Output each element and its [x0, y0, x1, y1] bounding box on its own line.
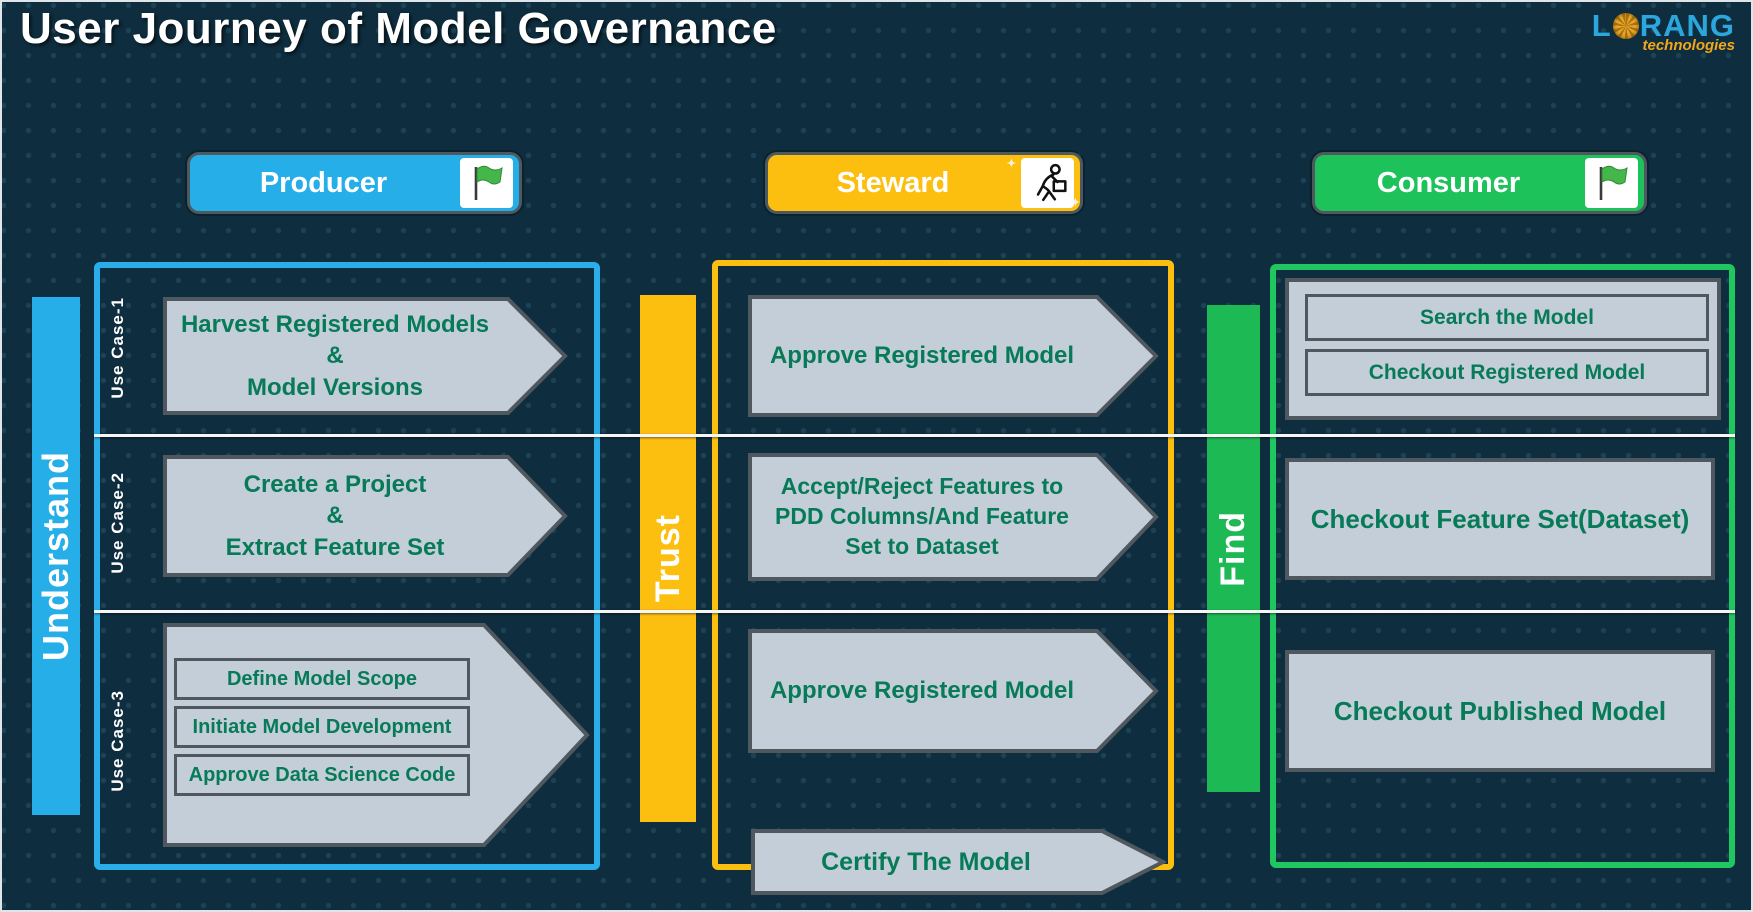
phase-bar-find: Find	[1207, 305, 1260, 792]
logo-letter-l: L	[1591, 8, 1612, 43]
consumer-search-model-box: Search the Model	[1305, 294, 1709, 341]
globe-icon	[1612, 12, 1639, 39]
consumer-row-1-box: Search the Model Checkout Registered Mod…	[1285, 278, 1721, 420]
logo-wordmark: L RANG	[1592, 10, 1735, 41]
steward-certify-arrow: Certify The Model	[750, 828, 1166, 896]
consumer-column-box	[1270, 264, 1735, 868]
steward-row-1-arrow: Approve Registered Model	[747, 294, 1159, 418]
find-label: Find	[1214, 510, 1252, 587]
use-case-3-label: Use Case-3	[108, 690, 127, 792]
page-title: User Journey of Model Governance	[20, 4, 777, 53]
consumer-label: Consumer	[1376, 166, 1521, 199]
sparkle-icon: ✦	[1006, 158, 1016, 170]
phase-bar-understand: Understand	[32, 297, 80, 815]
consumer-checkout-registered-box: Checkout Registered Model	[1305, 349, 1709, 396]
phase-bar-trust: Trust	[640, 295, 696, 822]
steward-row-2-text: Accept/Reject Features to PDD Columns/An…	[775, 473, 1069, 559]
producer-use-case-2-text: Create a Project & Extract Feature Set	[225, 471, 445, 561]
use-case-3-step-3: Approve Data Science Code	[174, 754, 470, 796]
producer-use-case-1-text: Harvest Registered Models & Model Versio…	[180, 311, 490, 401]
trust-label: Trust	[648, 514, 687, 603]
logo-letters-rang: RANG	[1639, 8, 1735, 43]
producer-label: Producer	[259, 166, 388, 199]
steward-role-header: Steward ✦ ✦	[765, 152, 1083, 214]
use-case-2-label: Use Case-2	[108, 472, 127, 574]
producer-flag-icon	[460, 158, 513, 208]
use-case-3-step-1: Define Model Scope	[174, 658, 470, 700]
use-case-1-label: Use Case-1	[108, 297, 127, 399]
consumer-flag-icon	[1585, 158, 1638, 208]
consumer-row-2-box: Checkout Feature Set(Dataset)	[1285, 458, 1715, 580]
steward-certify-text: Certify The Model	[821, 847, 1031, 876]
use-case-3-step-2: Initiate Model Development	[174, 706, 470, 748]
producer-column-box	[94, 262, 600, 870]
steward-person-carrying-box-icon	[1021, 158, 1074, 208]
producer-use-case-3-arrow: Define Model Scope Initiate Model Develo…	[162, 622, 590, 848]
steward-row-3-arrow: Approve Registered Model	[747, 628, 1159, 754]
row-separator-2	[94, 610, 1735, 613]
understand-label: Understand	[35, 450, 76, 662]
producer-use-case-1-arrow: Harvest Registered Models & Model Versio…	[162, 296, 568, 416]
consumer-role-header: Consumer	[1312, 152, 1647, 214]
steward-label: Steward	[836, 166, 950, 199]
producer-use-case-2-arrow: Create a Project & Extract Feature Set	[162, 454, 568, 578]
row-separator-1	[94, 434, 1735, 437]
lorang-logo: L RANG technologies	[1592, 10, 1735, 53]
steward-row-2-arrow: Accept/Reject Features to PDD Columns/An…	[747, 452, 1159, 582]
sparkle-icon: ✦	[1070, 197, 1080, 209]
producer-role-header: Producer	[187, 152, 522, 214]
steward-row-3-text: Approve Registered Model	[769, 677, 1075, 705]
consumer-row-3-box: Checkout Published Model	[1285, 650, 1715, 772]
steward-row-1-text: Approve Registered Model	[769, 342, 1075, 370]
logo-tagline: technologies	[1642, 37, 1735, 54]
